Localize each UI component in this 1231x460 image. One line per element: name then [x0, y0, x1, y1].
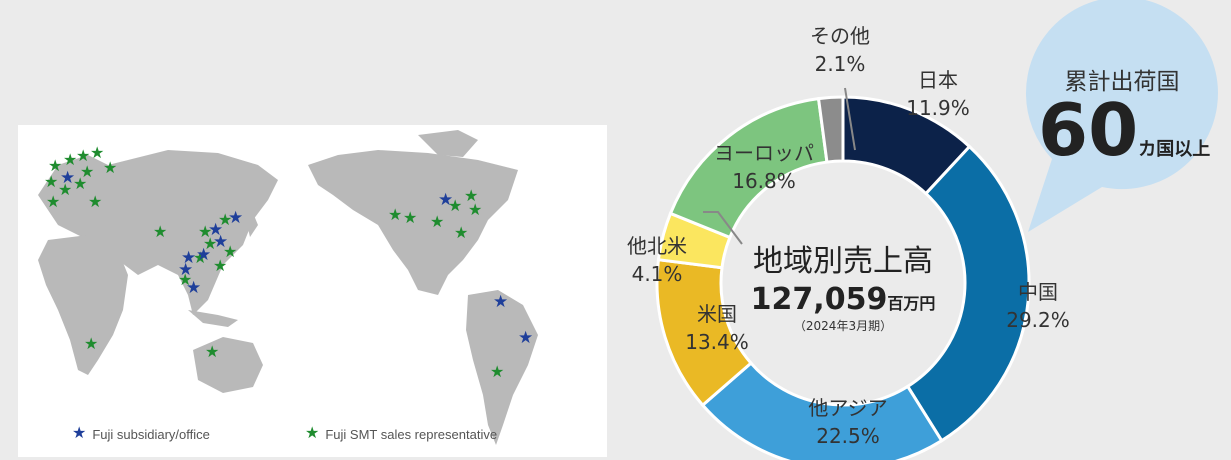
- slice-label-3: 米国 13.4%: [657, 300, 777, 356]
- bubble-title: 累計出荷国: [1064, 69, 1180, 95]
- center-total-unit: 百万円: [887, 294, 936, 313]
- slice-name-2: 他アジア: [808, 396, 888, 420]
- slice-name-4: 他北米: [627, 234, 687, 258]
- svg-text:★: ★: [76, 146, 90, 165]
- blue-star-icon: ★: [72, 425, 87, 442]
- svg-text:★: ★: [208, 220, 223, 240]
- svg-text:★: ★: [468, 200, 482, 219]
- chart-center-total: 127,059百万円: [742, 282, 944, 317]
- slice-value-4: 4.1%: [631, 262, 683, 286]
- svg-text:★: ★: [218, 210, 232, 229]
- svg-text:★: ★: [213, 256, 227, 275]
- svg-text:★: ★: [63, 150, 77, 169]
- slice-value-3: 13.4%: [685, 330, 749, 354]
- svg-text:★: ★: [430, 212, 444, 231]
- slice-name-0: 日本: [918, 68, 958, 92]
- legend-subsidiary-label: Fuji subsidiary/office: [92, 426, 210, 442]
- svg-text:★: ★: [493, 292, 508, 312]
- chart-center-note: （2024年3月期）: [793, 319, 893, 333]
- sales-rep-markers: ★★★★ ★★★★ ★★★ ★★★★ ★★★★ ★★ ★★★★ ★★★★: [44, 143, 504, 381]
- svg-text:★: ★: [213, 232, 228, 252]
- svg-text:★: ★: [103, 158, 117, 177]
- chart-center-title: 地域別売上高: [753, 244, 933, 279]
- slice-name-1: 中国: [1018, 280, 1058, 304]
- legend-sales-rep-label: Fuji SMT sales representative: [325, 426, 498, 442]
- center-total-value: 127,059: [750, 282, 888, 317]
- svg-text:★: ★: [198, 222, 212, 241]
- slice-label-1: 中国 29.2%: [978, 278, 1098, 334]
- svg-text:★: ★: [73, 174, 87, 193]
- svg-text:★: ★: [403, 208, 417, 227]
- svg-text:★: ★: [90, 143, 104, 162]
- svg-text:★: ★: [181, 248, 196, 268]
- slice-name-6: その他: [810, 24, 870, 48]
- donut-slice-1: [905, 144, 1031, 443]
- slice-value-6: 2.1%: [814, 52, 866, 76]
- svg-text:★: ★: [464, 186, 478, 205]
- svg-text:★: ★: [60, 168, 75, 188]
- donut-chart: [655, 95, 1031, 460]
- world-map: ★★★★ ★★★★ ★★★ ★★★★ ★★★★ ★★ ★★★★ ★★★★ ★★★…: [38, 130, 538, 445]
- map-markers: ★★★★ ★★★★ ★★★ ★★★★ ★★★★ ★★ ★★★★ ★★★★ ★★★…: [44, 143, 533, 381]
- svg-text:★: ★: [84, 334, 98, 353]
- svg-text:★: ★: [196, 245, 211, 265]
- bubble-count: 60カ国以上: [1038, 88, 1210, 172]
- svg-text:★: ★: [46, 192, 60, 211]
- slice-value-2: 22.5%: [816, 424, 880, 448]
- svg-text:★: ★: [388, 205, 402, 224]
- slice-value-0: 11.9%: [906, 96, 970, 120]
- donut-slice-2: [700, 360, 944, 460]
- bubble-count-unit: カ国以上: [1138, 139, 1211, 160]
- slice-label-4: 他北米 4.1%: [597, 232, 717, 288]
- slice-value-5: 16.8%: [732, 169, 796, 193]
- svg-text:★: ★: [88, 192, 102, 211]
- svg-text:★: ★: [153, 222, 167, 241]
- legend-sales-rep: ★ Fuji SMT sales representative: [305, 426, 497, 442]
- slice-value-1: 29.2%: [1006, 308, 1070, 332]
- slice-name-5: ヨーロッパ: [714, 141, 814, 165]
- svg-text:★: ★: [44, 172, 58, 191]
- svg-text:★: ★: [205, 342, 219, 361]
- svg-text:★: ★: [228, 208, 243, 228]
- svg-text:★: ★: [178, 260, 193, 280]
- svg-text:★: ★: [80, 162, 94, 181]
- svg-text:★: ★: [448, 196, 462, 215]
- svg-text:★: ★: [203, 234, 217, 253]
- slice-name-3: 米国: [697, 302, 737, 326]
- leader-lines: [703, 87, 856, 245]
- leader-line-other: [844, 87, 856, 151]
- green-star-icon: ★: [305, 425, 320, 442]
- svg-text:★: ★: [58, 180, 72, 199]
- bubble-shape: [1025, 0, 1218, 232]
- svg-text:★: ★: [490, 362, 504, 381]
- map-landmass: [38, 130, 538, 445]
- svg-text:★: ★: [193, 248, 207, 267]
- slice-label-5: ヨーロッパ 16.8%: [704, 139, 824, 195]
- world-map-panel: ★★★★ ★★★★ ★★★ ★★★★ ★★★★ ★★ ★★★★ ★★★★ ★★★…: [18, 125, 607, 457]
- svg-text:★: ★: [454, 223, 468, 242]
- svg-text:★: ★: [48, 156, 62, 175]
- leader-line-other-north-america: [703, 211, 743, 245]
- donut-slice-6: [816, 95, 845, 164]
- legend-subsidiary: ★ Fuji subsidiary/office: [72, 426, 210, 442]
- subsidiary-markers: ★★★★ ★★★★ ★★★: [60, 168, 533, 348]
- svg-text:★: ★: [178, 270, 192, 289]
- slice-label-0: 日本 11.9%: [878, 66, 998, 122]
- svg-text:★: ★: [518, 328, 533, 348]
- bubble-count-value: 60: [1038, 88, 1139, 172]
- svg-text:★: ★: [223, 242, 237, 261]
- slice-label-2: 他アジア 22.5%: [788, 394, 908, 450]
- slice-label-6: その他 2.1%: [780, 22, 900, 78]
- svg-text:★: ★: [438, 190, 453, 210]
- svg-text:★: ★: [186, 278, 201, 298]
